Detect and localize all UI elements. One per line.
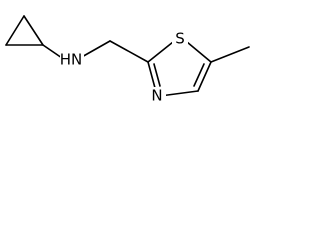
amine-label-mask [60,50,84,68]
amine-nitrogen-label: HN [60,51,83,69]
structure-svg: HN S N [5,15,250,105]
thiazole-c4-n-bond [159,90,199,97]
cyclopropyl-bond-right [23,15,44,46]
thiazole-c4-c5-double-bond [193,63,205,87]
thiazole-c2-s-bond [147,41,174,63]
cyclopropyl-bond-left [5,15,25,46]
thiazole-nitrogen-label-mask [148,87,166,105]
thiazole-c2-n-double-bond [153,63,161,87]
methyl-bond [210,46,250,63]
nh-methylene-bond [79,40,111,59]
methylene-thiazole-bond [109,40,149,63]
sulfur-label-mask [172,29,188,47]
cyclopropyl-nh-bond [42,44,63,59]
thiazole-n-c2-bond [147,61,156,89]
thiazole-nitrogen-label: N [151,87,162,105]
molecule-diagram: HN S N [0,0,256,112]
thiazole-sulfur-label: S [175,30,185,48]
thiazole-c5-c4-bond [197,61,212,92]
thiazole-s-c5-bond [186,41,212,63]
